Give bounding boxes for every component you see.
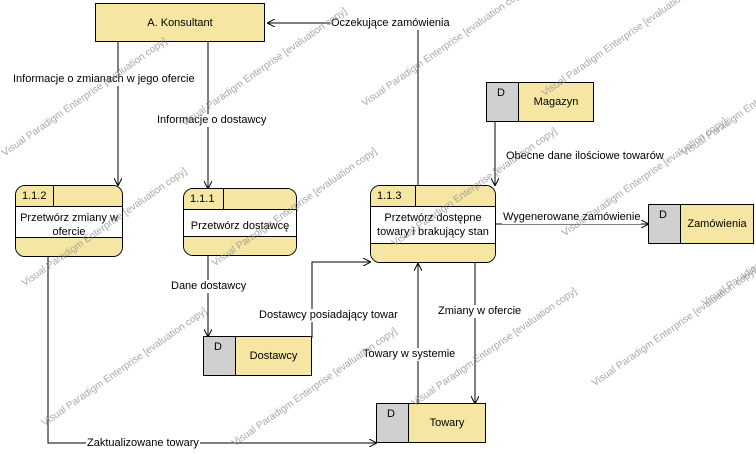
flow-label-zmiany-oferta: Zmiany w ofercie — [437, 305, 523, 318]
store-id: D — [487, 83, 519, 121]
data-store-magazyn[interactable]: D Magazyn — [486, 82, 594, 122]
data-store-dostawcy[interactable]: D Dostawcy — [203, 336, 312, 376]
flow-label-obecne-dane: Obecne dane ilościowe towarów — [505, 150, 665, 163]
process-id: 1.1.1 — [184, 189, 225, 209]
store-name: Zamówienia — [687, 218, 747, 230]
flow-label-info-zmiany: Informacje o zmianach w jego ofercie — [12, 73, 196, 86]
process-header: 1.1.1 — [184, 189, 296, 210]
process-1-1-3[interactable]: 1.1.3 Przetwórz dostępne towary i brakuj… — [370, 185, 496, 263]
flow-label-towary-system: Towary w systemie — [362, 348, 457, 361]
process-name: Przetwórz dostępne towary i brakujący st… — [377, 212, 489, 238]
process-footer — [184, 236, 296, 255]
flow-label-dostawcy-towar: Dostawcy posiadający towar — [258, 309, 399, 322]
flow-label-zaktualizowane: Zaktualizowane towary — [86, 437, 200, 450]
process-header: 1.1.3 — [371, 186, 495, 207]
flow-label-oczekujace: Oczekujące zamówienia — [330, 17, 451, 30]
store-name: Magazyn — [533, 96, 579, 108]
process-footer — [16, 237, 122, 256]
store-id: D — [649, 205, 681, 243]
store-id: D — [377, 404, 409, 442]
store-name: Towary — [429, 417, 465, 429]
data-store-towary[interactable]: D Towary — [376, 403, 486, 443]
process-name: Przetwórz zmiany w ofercie — [20, 212, 118, 238]
external-entity-konsultant[interactable]: A. Konsultant — [95, 3, 265, 42]
process-1-1-2[interactable]: 1.1.2 Przetwórz zmiany w ofercie — [15, 185, 123, 257]
store-name: Dostawcy — [249, 350, 298, 362]
store-id: D — [204, 337, 236, 375]
process-header: 1.1.2 — [16, 186, 122, 207]
entity-label: A. Konsultant — [147, 16, 213, 29]
process-name: Przetwórz dostawcę — [190, 220, 290, 232]
process-footer — [371, 243, 495, 262]
process-1-1-1[interactable]: 1.1.1 Przetwórz dostawcę — [183, 188, 297, 256]
flow-label-wygenerowane: Wygenerowane zamówienie — [502, 211, 642, 224]
data-store-zamowienia[interactable]: D Zamówienia — [648, 204, 754, 244]
flow-label-dane-dostawcy: Dane dostawcy — [170, 280, 248, 293]
process-id: 1.1.3 — [371, 186, 416, 206]
process-id: 1.1.2 — [16, 186, 55, 206]
flow-label-info-dostawcy: Informacje o dostawcy — [156, 114, 268, 127]
